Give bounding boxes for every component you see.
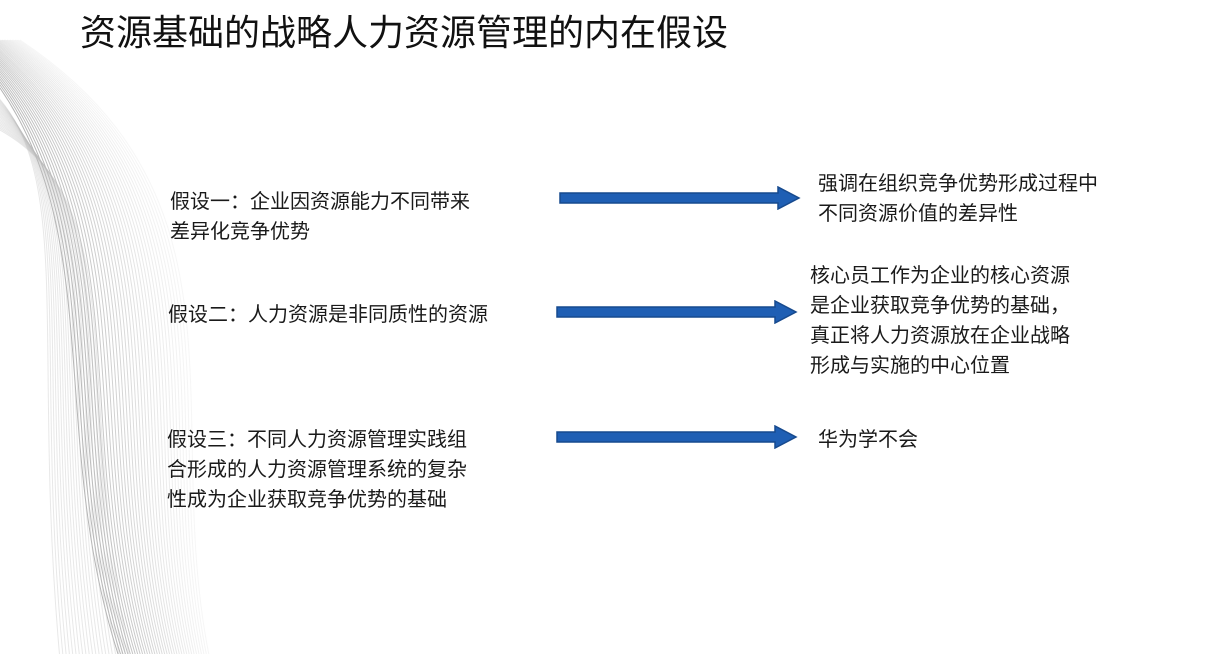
wave-line — [0, 78, 127, 654]
wave-line — [0, 106, 80, 654]
wave-line — [0, 103, 74, 654]
wave-line — [0, 39, 180, 654]
wave-line — [0, 45, 168, 654]
wave-line — [0, 66, 139, 654]
wave-line — [0, 102, 70, 654]
wave-line — [0, 53, 156, 654]
implication-1-line-1: 强调在组织竞争优势形成过程中 — [818, 171, 1098, 195]
wave-line — [0, 119, 110, 654]
implication-2: 核心员工作为企业的核心资源 是企业获取竞争优势的基础， 真正将人力资源放在企业战… — [810, 260, 1070, 380]
implication-3: 华为学不会 — [818, 424, 918, 454]
wave-line — [16, 39, 205, 654]
wave-line — [0, 81, 124, 654]
wave-line — [0, 129, 130, 654]
wave-line — [0, 40, 178, 654]
assumption-1-line-1: 假设一：企业因资源能力不同带来 — [170, 189, 470, 213]
wave-line — [0, 54, 153, 654]
wave-line — [8, 39, 193, 654]
wave-line — [0, 60, 146, 654]
implication-2-line-4: 形成与实施的中心位置 — [810, 353, 1010, 377]
wave-line — [13, 39, 200, 654]
implication-2-line-1: 核心员工作为企业的核心资源 — [810, 263, 1070, 287]
assumption-3: 假设三：不同人力资源管理实践组 合形成的人力资源管理系统的复杂 性成为企业获取竞… — [167, 424, 467, 514]
arrow-right-icon — [556, 425, 798, 449]
wave-line — [0, 115, 100, 654]
assumption-3-line-3: 性成为企业获取竞争优势的基础 — [167, 487, 447, 511]
wave-line — [0, 105, 77, 654]
wave-line — [0, 44, 171, 654]
wave-line — [0, 101, 67, 654]
assumption-1: 假设一：企业因资源能力不同带来 差异化竞争优势 — [170, 186, 470, 246]
wave-line — [0, 116, 103, 654]
arrow-right-icon — [559, 186, 801, 210]
wave-line — [0, 126, 123, 654]
wave-line — [0, 48, 163, 654]
wave-line — [0, 73, 131, 654]
wave-line — [0, 64, 141, 654]
wave-line — [0, 121, 113, 654]
wave-line — [0, 124, 120, 654]
wave-line — [0, 98, 60, 654]
wave-line — [14, 39, 203, 654]
wave-line — [11, 39, 198, 654]
wave-line — [9, 39, 195, 654]
wave-line — [19, 39, 210, 654]
wave-line — [0, 68, 136, 654]
wave-line — [0, 87, 119, 654]
assumption-2: 假设二：人力资源是非同质性的资源 — [168, 299, 488, 329]
wave-line — [0, 58, 149, 654]
wave-line — [0, 56, 151, 654]
wave-line — [5, 39, 188, 654]
wave-line — [0, 71, 134, 654]
assumption-3-line-1: 假设三：不同人力资源管理实践组 — [167, 427, 467, 451]
wave-line — [0, 62, 144, 654]
assumption-2-line-1: 假设二：人力资源是非同质性的资源 — [168, 302, 488, 326]
wave-line — [0, 113, 97, 654]
wave-line — [0, 118, 107, 654]
wave-line — [0, 123, 117, 654]
wave-line — [0, 75, 129, 654]
wave-line — [0, 109, 87, 654]
wave-line — [0, 100, 64, 654]
wave-line — [0, 47, 166, 654]
wave-line — [0, 51, 158, 654]
assumption-1-line-2: 差异化竞争优势 — [170, 219, 310, 243]
wave-line — [6, 39, 190, 654]
implication-3-line-1: 华为学不会 — [818, 427, 918, 451]
implication-1: 强调在组织竞争优势形成过程中 不同资源价值的差异性 — [818, 168, 1098, 228]
implication-1-line-2: 不同资源价值的差异性 — [818, 201, 1018, 225]
assumption-3-line-2: 合形成的人力资源管理系统的复杂 — [167, 457, 467, 481]
wave-line — [18, 39, 207, 654]
wave-line — [0, 41, 176, 654]
wave-line — [0, 112, 94, 654]
wave-line — [0, 127, 127, 654]
wave-line — [0, 108, 84, 654]
wave-line — [0, 42, 173, 654]
slide-title: 资源基础的战略人力资源管理的内在假设 — [80, 13, 729, 54]
wave-line — [0, 110, 90, 654]
wave-line — [0, 84, 122, 654]
wave-line — [3, 39, 185, 654]
implication-2-line-3: 真正将人力资源放在企业战略 — [810, 323, 1070, 347]
wave-line — [1, 39, 183, 654]
arrow-right-icon — [556, 300, 798, 324]
wave-line — [0, 50, 161, 654]
implication-2-line-2: 是企业获取竞争优势的基础， — [810, 293, 1070, 317]
